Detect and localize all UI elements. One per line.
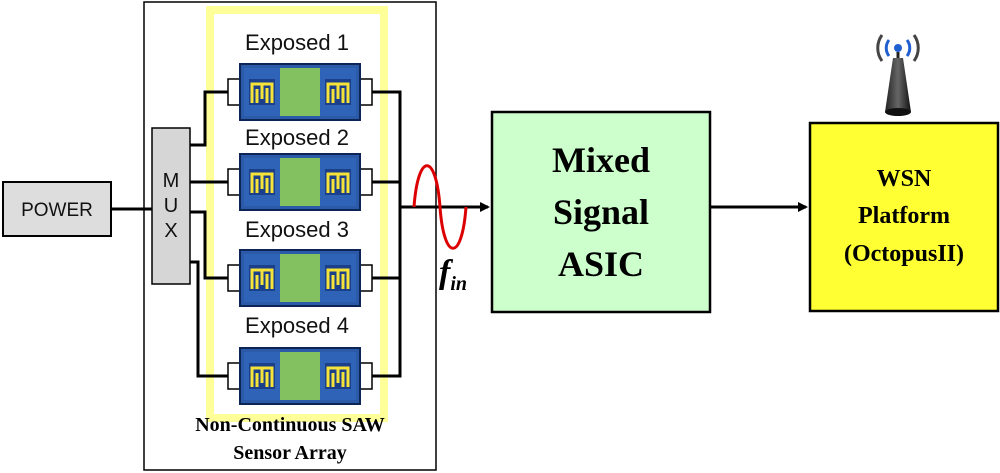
mux-letter-m: M [163, 170, 180, 192]
wsn-platform-block: WSN Platform (OctopusII) [808, 121, 1000, 313]
array-highlight [206, 6, 388, 422]
saw-sensors: Exposed 1 Exposed 2 Exposed 3 Exposed 4 [227, 30, 373, 405]
power-label: POWER [21, 200, 93, 221]
array-caption-line-2: Sensor Array [233, 442, 347, 464]
saw-sensor-4: Exposed 4 [227, 313, 373, 405]
asic-block: Mixed Signal ASIC [490, 110, 712, 314]
saw-sensor-1: Exposed 1 [227, 30, 373, 121]
sensor-label-4: Exposed 4 [245, 313, 349, 338]
signal-label: fin [439, 254, 467, 295]
antenna-icon [876, 34, 920, 116]
sensor-label-3: Exposed 3 [245, 217, 349, 242]
output-bus [372, 90, 402, 378]
wsn-line-2: Platform [858, 203, 950, 229]
asic-line-3: ASIC [558, 244, 644, 284]
array-caption-line-1: Non-Continuous SAW [195, 414, 385, 436]
mux-wire-3 [190, 210, 228, 280]
wsn-line-3: (OctopusII) [844, 241, 964, 267]
asic-line-2: Signal [553, 192, 649, 232]
mux-wire-4 [190, 260, 228, 378]
asic-line-1: Mixed [552, 140, 650, 180]
power-block: POWER [2, 181, 112, 237]
saw-sensor-3: Exposed 3 [227, 217, 373, 307]
saw-sensor-2: Exposed 2 [227, 125, 373, 211]
sensor-label-1: Exposed 1 [245, 30, 349, 55]
mux-wire-1 [190, 90, 228, 147]
sensor-label-2: Exposed 2 [245, 125, 349, 150]
mux-letter-u: U [164, 195, 178, 217]
wsn-line-1: WSN [877, 166, 932, 192]
mux-block: M U X [151, 127, 191, 285]
sine-wave-icon [412, 164, 468, 250]
mux-letter-x: X [164, 220, 177, 242]
